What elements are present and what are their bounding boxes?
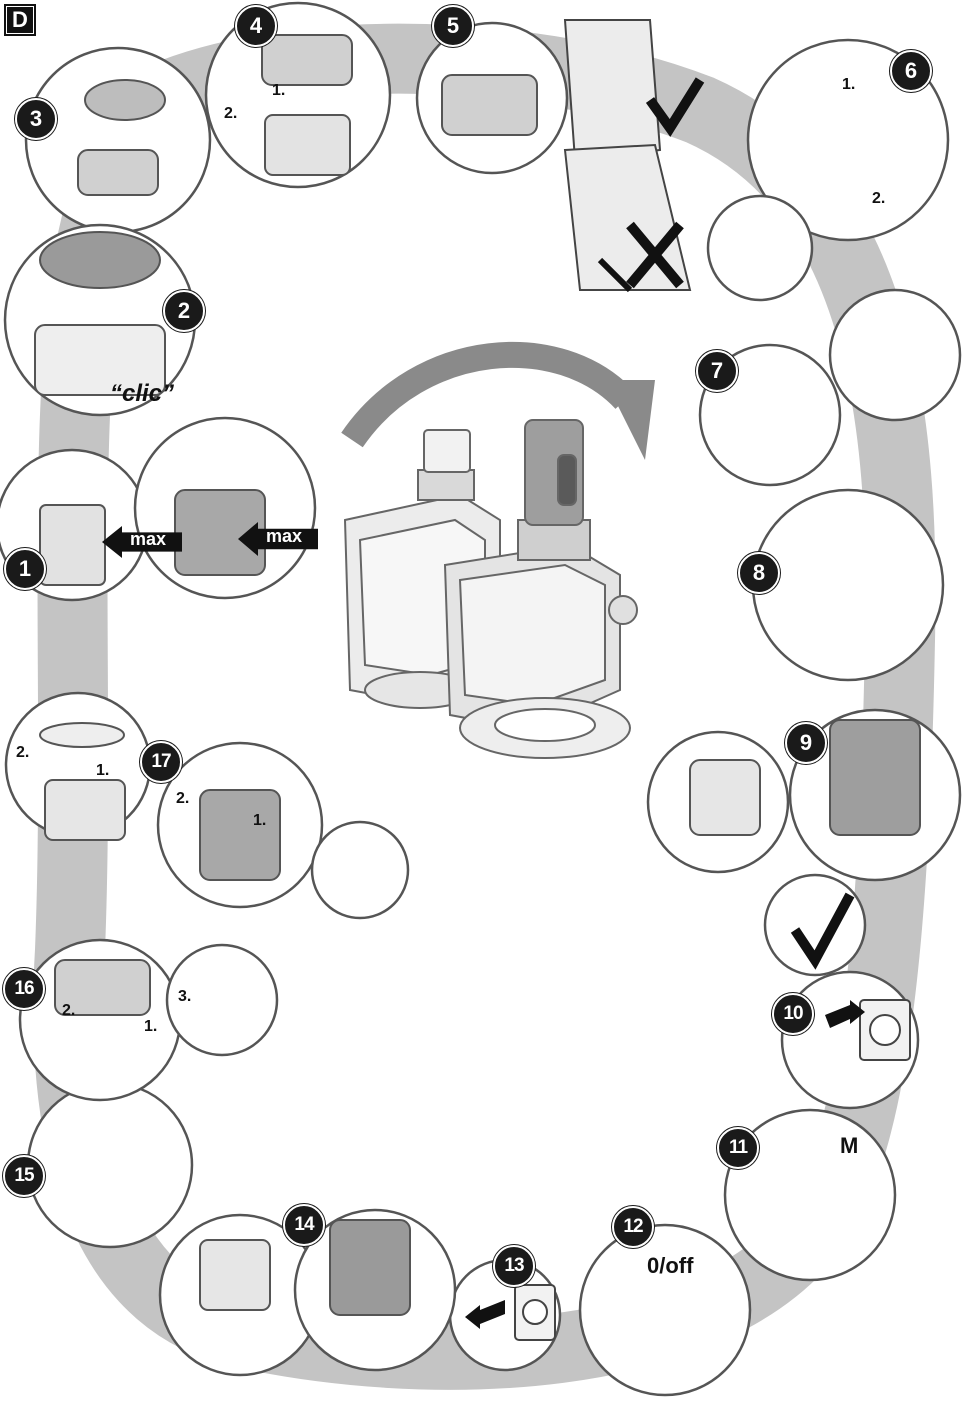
step-16-substep-2: 2.: [62, 1002, 75, 1020]
step-badge-8: 8: [738, 552, 780, 594]
step-8-vignette: [753, 490, 943, 680]
step-3-jar: [78, 150, 158, 195]
step-badge-15: 15: [3, 1155, 45, 1197]
step-lid-cover: [40, 723, 124, 747]
rotation-arrow-head: [605, 380, 655, 460]
step-17-substep-2: 2.: [176, 790, 189, 808]
step-badge-14: 14: [283, 1204, 325, 1246]
step-badge-13: 13: [493, 1245, 535, 1287]
step-badge-3: 3: [15, 98, 57, 140]
step-3-vignette: [26, 48, 210, 232]
step-5-panels: [565, 20, 690, 290]
step-12-vignette: [580, 1225, 750, 1395]
step-badge-7: 7: [696, 350, 738, 392]
step-9a-jar: [690, 760, 760, 835]
step-16-substep-3: 3.: [178, 988, 191, 1006]
step-badge-11: 11: [717, 1127, 759, 1169]
step-badge-17: 17: [140, 741, 182, 783]
max-label-large: max: [266, 526, 302, 547]
step-15-vignette: [28, 1083, 192, 1247]
step-6-inset: [708, 196, 812, 300]
lid-substep-2: 2.: [16, 744, 29, 762]
step-14a-jar: [200, 1240, 270, 1310]
step-badge-6: 6: [890, 50, 932, 92]
step-14b-jar: [330, 1220, 410, 1315]
off-setting-label: 0/off: [647, 1253, 693, 1279]
step-5-base: [442, 75, 537, 135]
step-7-inset: [830, 290, 960, 420]
step-4-jar: [265, 115, 350, 175]
step-3-blade-cover: [85, 80, 165, 120]
max-label-small: max: [130, 529, 166, 550]
step-badge-2: 2: [163, 290, 205, 332]
step-badge-1: 1: [4, 548, 46, 590]
step-17-substep-1: 1.: [253, 812, 266, 830]
step-badge-12: 12: [612, 1206, 654, 1248]
lid-substep-1: 1.: [96, 762, 109, 780]
step-badge-5: 5: [432, 5, 474, 47]
step-badge-10: 10: [772, 993, 814, 1035]
step-badge-16: 16: [3, 968, 45, 1010]
step-badge-4: 4: [235, 5, 277, 47]
step-6-substep-1: 1.: [842, 76, 855, 94]
motor-setting-label: M: [840, 1133, 858, 1159]
central-appliance: [345, 420, 637, 758]
clic-sound-label: “clic”: [110, 380, 174, 408]
step-16-substep-1: 1.: [144, 1018, 157, 1036]
step-1-jar-small: [40, 505, 105, 585]
rotation-arrow: [352, 355, 625, 440]
section-label: D: [6, 6, 34, 34]
step-4-base: [262, 35, 352, 85]
step-17-jar: [200, 790, 280, 880]
step-17-inset: [312, 822, 408, 918]
step-6-substep-2: 2.: [872, 190, 885, 208]
step-lid-jar: [45, 780, 125, 840]
step-4-substep-1: 1.: [272, 82, 285, 100]
step-badge-9: 9: [785, 722, 827, 764]
step-4-substep-2: 2.: [224, 105, 237, 123]
step-9b-jar: [830, 720, 920, 835]
step-2-blade: [40, 232, 160, 288]
